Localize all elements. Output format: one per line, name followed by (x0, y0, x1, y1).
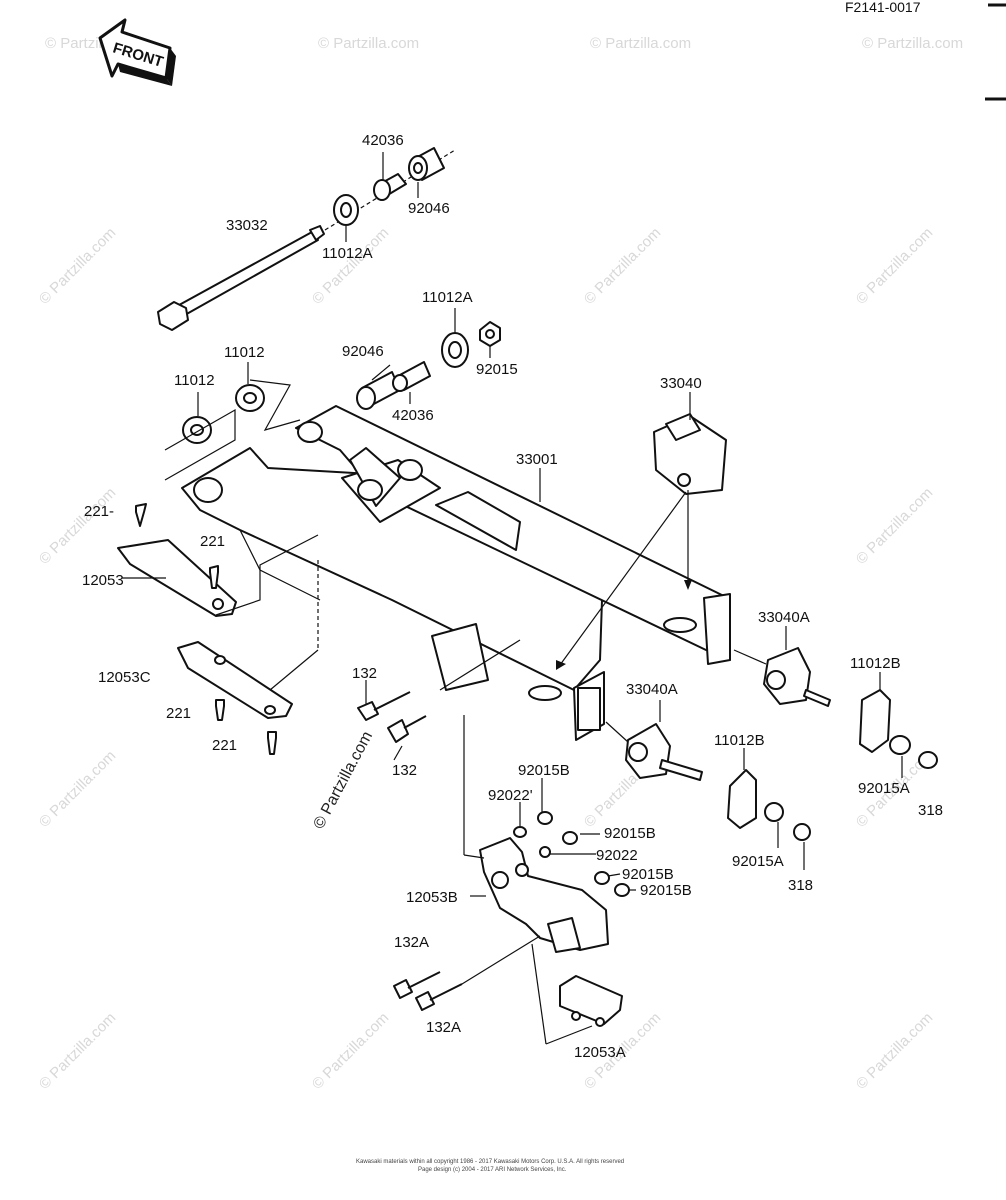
watermark: © Partzilla.com (853, 1009, 936, 1092)
chain-slider-part (117, 534, 319, 691)
part-label-221: 221 (200, 533, 225, 550)
part-label-11012A: 11012A (322, 245, 373, 262)
left-bushings (164, 379, 301, 481)
watermark: © Partzilla.com (581, 224, 664, 307)
part-label-33040A: 33040A (626, 681, 678, 698)
part-label-221: 221 (212, 737, 237, 754)
part-label-92015B: 92015B (640, 882, 692, 899)
top-bushing-set (333, 147, 445, 226)
part-label-12053C: 12053C (98, 669, 151, 686)
part-label-318: 318 (918, 802, 943, 819)
block-center-part (727, 769, 811, 870)
part-label-42036: 42036 (362, 132, 404, 149)
part-label-11012: 11012 (174, 372, 215, 389)
part-label-92015A: 92015A (732, 853, 784, 870)
part-label-12053: 12053 (82, 572, 124, 589)
part-label-92046: 92046 (342, 343, 384, 360)
watermark: © Partzilla.com (36, 484, 119, 567)
pivot-shaft-part (157, 149, 456, 331)
watermark: © Partzilla.com (318, 35, 419, 52)
part-label-92015B: 92015B (622, 866, 674, 883)
chain-guide-part (463, 715, 630, 953)
chain-adjuster-center-part (605, 721, 703, 781)
footer-page-design: Page design (c) 2004 - 2017 ARI Network … (418, 1167, 567, 1173)
part-label-42036: 42036 (392, 407, 434, 424)
part-label-11012: 11012 (224, 344, 265, 361)
watermark: © Partzilla.com (853, 484, 936, 567)
swingarm-part (181, 405, 731, 741)
part-label-221: 221- (84, 503, 114, 520)
part-label-92046: 92046 (408, 200, 450, 217)
footer-copyright: Kawasaki materials within all copyright … (356, 1159, 624, 1165)
chain-adjuster-right-part (733, 647, 831, 707)
part-label-11012A: 11012A (422, 289, 473, 306)
block-right-part (859, 689, 938, 778)
part-label-132: 132 (392, 762, 417, 779)
watermark: © Partzilla.com (853, 224, 936, 307)
guide-pad-part (531, 943, 623, 1045)
part-label-33040A: 33040A (758, 609, 810, 626)
mid-bushing-set (356, 321, 501, 410)
part-label-132A: 132A (426, 1019, 461, 1036)
figure-code: F2141-0017 (845, 0, 921, 15)
part-label-92022: 92022' (488, 787, 533, 804)
watermark: © Partzilla.com (36, 747, 119, 830)
part-label-221: 221 (166, 705, 191, 722)
part-label-33032: 33032 (226, 217, 268, 234)
part-label-33001: 33001 (516, 451, 558, 468)
part-label-132A: 132A (394, 934, 429, 951)
watermark-center: © Partzilla.com (311, 729, 377, 832)
chain-guide-lower-part (177, 641, 293, 719)
part-label-11012B: 11012B (850, 655, 901, 672)
front-arrow-icon: FRONT (98, 18, 176, 86)
part-label-12053B: 12053B (406, 889, 458, 906)
part-label-92015B: 92015B (604, 825, 656, 842)
part-label-132: 132 (352, 665, 377, 682)
bolts-132A (393, 935, 541, 1011)
watermark: © Partzilla.com (862, 35, 963, 52)
watermark: © Partzilla.com (36, 1009, 119, 1092)
screws (135, 503, 427, 755)
part-label-92022: 92022 (596, 847, 638, 864)
part-label-33040: 33040 (660, 375, 702, 392)
chain-adjuster-top-part (556, 413, 727, 670)
part-label-92015A: 92015A (858, 780, 910, 797)
watermark: © Partzilla.com (309, 1009, 392, 1092)
part-label-92015B: 92015B (518, 762, 570, 779)
part-label-11012B: 11012B (714, 732, 765, 749)
leader-lines (122, 152, 881, 897)
part-label-12053A: 12053A (574, 1044, 626, 1061)
part-label-318: 318 (788, 877, 813, 894)
part-label-92015: 92015 (476, 361, 518, 378)
part-labels: 42036 92046 33032 11012A 11012A 92046 92… (82, 132, 943, 1061)
watermark: © Partzilla.com (590, 35, 691, 52)
watermark: © Partzilla.com (36, 224, 119, 307)
